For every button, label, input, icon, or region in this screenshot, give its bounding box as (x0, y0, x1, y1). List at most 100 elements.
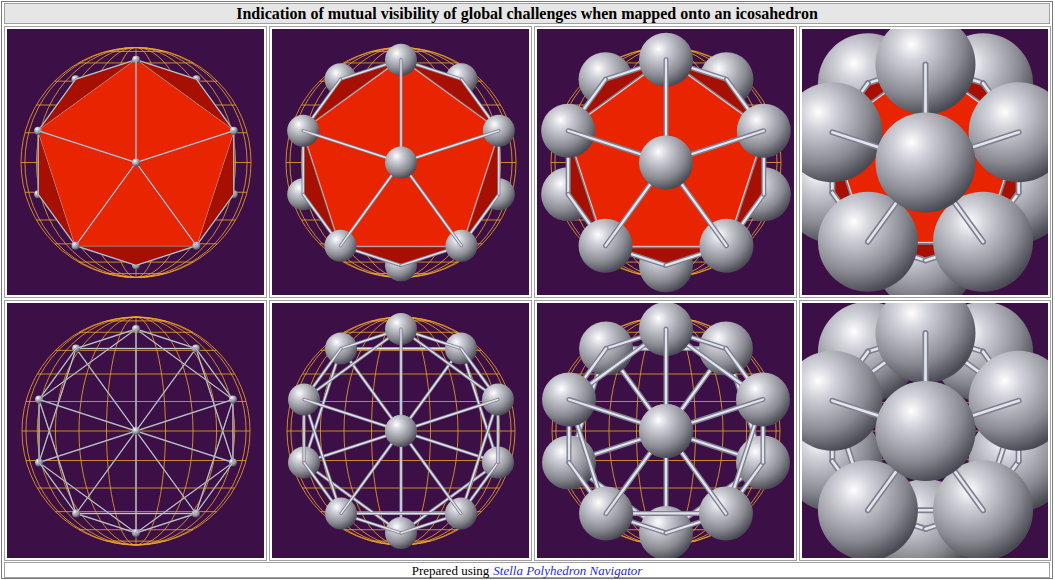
strut (136, 349, 196, 431)
icosahedron-render (287, 313, 515, 549)
render-background (7, 303, 264, 558)
software-link: Stella Polyhedron Navigator (493, 563, 642, 578)
icosahedron-render (802, 303, 1048, 558)
sphere-grid (551, 48, 781, 278)
strut (136, 60, 137, 163)
strut (76, 246, 136, 266)
image-cell (5, 27, 267, 298)
strut (76, 513, 196, 514)
image-cell (535, 301, 797, 561)
vertex-ball (802, 82, 882, 182)
vertex-ball (969, 351, 1048, 451)
strut (136, 163, 196, 246)
vertex-ball (132, 427, 140, 435)
render-background (272, 303, 529, 558)
strut (76, 163, 136, 246)
vertex-ball (876, 113, 976, 213)
image-cell (5, 301, 267, 561)
vertex-ball (639, 136, 693, 190)
strut (136, 431, 137, 533)
strut (196, 349, 233, 400)
strut (136, 329, 196, 348)
strut (39, 399, 76, 513)
vertex-ball (639, 404, 693, 458)
vertex-ball (132, 159, 140, 167)
icosahedron-render (802, 29, 1048, 295)
render-background (272, 29, 529, 295)
sphere-grid (22, 317, 250, 545)
vertex-ball (639, 136, 693, 190)
red-face (341, 246, 462, 266)
strut (136, 131, 234, 163)
vertex-ball (969, 82, 1048, 182)
strut (76, 431, 136, 513)
strut (39, 399, 40, 462)
vertex-ball (385, 415, 417, 447)
strut (304, 329, 401, 399)
icosahedron-render (21, 48, 251, 278)
caption-row: Prepared usingStella Polyhedron Navigato… (5, 562, 1049, 578)
vertex-ball (802, 351, 882, 451)
vertex-ball (876, 381, 976, 481)
strut (136, 431, 233, 463)
render-background (537, 29, 794, 295)
strut (39, 431, 136, 463)
sphere-grid (286, 48, 516, 278)
strut (341, 513, 461, 514)
icosahedron-render (541, 33, 791, 293)
sphere-grid (287, 317, 515, 545)
strut (136, 329, 233, 399)
image-cell (270, 27, 532, 298)
vertex-ball (876, 381, 976, 481)
sphere-grid (21, 48, 251, 278)
caption-cell (5, 563, 1050, 578)
red-face (76, 246, 197, 266)
strut (196, 463, 233, 514)
red-face (401, 131, 499, 246)
image-cell (782, 283, 1055, 579)
vertex-ball (132, 427, 140, 435)
render-background (7, 29, 264, 295)
strut (39, 329, 136, 399)
strut (38, 131, 136, 163)
image-cell (782, 15, 1055, 311)
image-cell (535, 27, 797, 298)
icosahedron-render (286, 44, 516, 282)
title-cell (5, 4, 1050, 24)
icosahedron-render (22, 317, 250, 545)
strut (39, 349, 76, 400)
vertex-ball (385, 415, 417, 447)
cell-border (535, 301, 797, 561)
red-face (136, 131, 234, 246)
strut (136, 329, 137, 431)
vertex-ball (385, 147, 417, 179)
strut (196, 399, 233, 513)
vertex-ball (132, 159, 140, 167)
strut (401, 329, 498, 399)
cell-border (5, 301, 267, 561)
strut (304, 399, 341, 513)
strut (136, 399, 233, 431)
strut (136, 431, 196, 513)
strut (232, 399, 233, 462)
strut (76, 329, 136, 348)
vertex-ball (639, 404, 693, 458)
table-title: Indication of mutual visibility of globa… (236, 5, 818, 23)
table-caption: Prepared using (412, 563, 490, 578)
vertex-ball (385, 147, 417, 179)
strut (39, 463, 76, 514)
cell-border (5, 27, 267, 298)
strut (76, 513, 136, 532)
title-row: Indication of mutual visibility of globa… (5, 4, 1049, 23)
strut (76, 349, 136, 431)
strut (233, 131, 234, 195)
strut (136, 246, 196, 266)
strut (38, 131, 39, 195)
cell-border (270, 27, 532, 298)
cell-border (270, 301, 532, 561)
strut (461, 399, 498, 513)
icosahedron-render (542, 303, 790, 558)
